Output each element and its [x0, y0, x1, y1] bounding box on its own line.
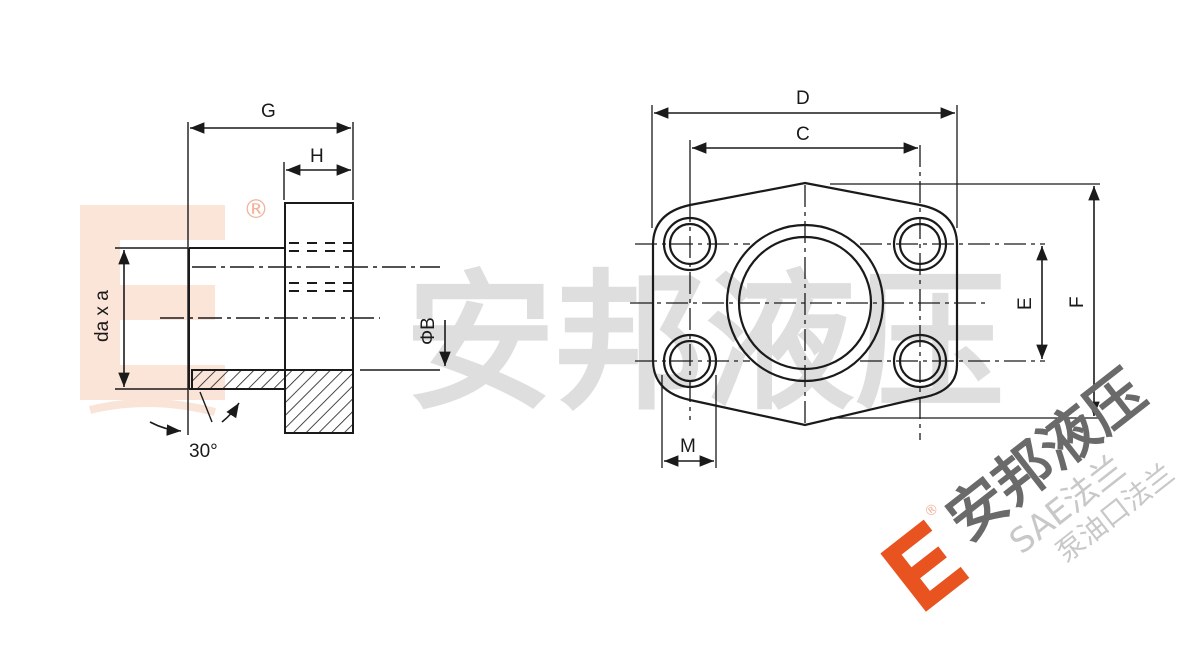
front-view	[630, 105, 1100, 468]
label-h: H	[310, 146, 324, 167]
watermark-center-text: 安邦液压	[405, 257, 1005, 431]
angle-arrow-right	[221, 402, 240, 423]
side-view	[115, 122, 451, 436]
flange-outline	[651, 181, 959, 427]
section-hatch	[191, 369, 354, 434]
label-angle: 30°	[189, 441, 218, 462]
label-c: C	[796, 124, 810, 145]
label-phi-b: ΦB	[418, 317, 439, 345]
label-g: G	[261, 101, 276, 122]
label-da-x-a: da x a	[92, 290, 113, 342]
label-f: F	[1067, 296, 1088, 308]
angle-arrow-left	[149, 421, 182, 436]
center-watermark: ® 安邦液压	[80, 195, 1005, 431]
label-e: E	[1015, 297, 1036, 310]
label-d: D	[796, 88, 810, 109]
watermark-logo-icon	[80, 205, 225, 416]
label-m: M	[680, 436, 696, 457]
front-view-labels: D C E F M	[680, 88, 1088, 457]
watermark-registered-mark: ®	[243, 195, 269, 225]
side-view-labels: G H da x a ΦB 30°	[92, 101, 439, 462]
brand-logo-icon	[880, 519, 970, 612]
